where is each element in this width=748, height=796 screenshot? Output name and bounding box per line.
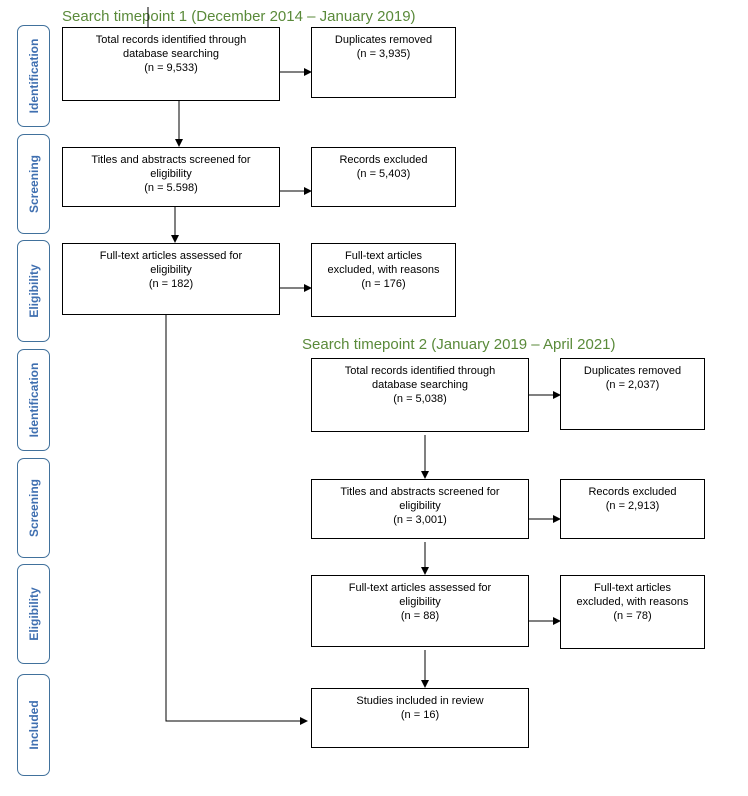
stage-label: Eligibility [26, 264, 41, 318]
box-text: Studies included in review [356, 695, 484, 707]
studies-included-box: Studies included in review (n = 16) [311, 688, 529, 748]
box-count: (n = 182) [148, 278, 194, 290]
box-text: eligibility [399, 596, 441, 608]
tp1-fulltext-assessed-box: Full-text articles assessed for eligibil… [62, 243, 280, 315]
box-count: (n = 9,533) [144, 62, 198, 74]
box-text: Full-text articles [344, 250, 423, 262]
box-text: eligibility [399, 500, 441, 512]
timepoint2-heading: Search timepoint 2 (January 2019 – April… [302, 336, 616, 353]
box-text: eligibility [150, 168, 192, 180]
box-text: Records excluded [339, 154, 428, 166]
stage-tab-eligibility-2: Eligibility [17, 564, 50, 664]
box-text: Records excluded [588, 486, 677, 498]
stage-tab-included: Included [17, 674, 50, 776]
timepoint1-heading: Search timepoint 1 (December 2014 – Janu… [62, 8, 416, 25]
tp2-records-identified-box: Total records identified through databas… [311, 358, 529, 432]
box-text: Duplicates removed [334, 34, 433, 46]
box-count: (n = 5,038) [393, 393, 447, 405]
stage-label: Identification [26, 38, 41, 114]
stage-tab-identification-2: Identification [17, 349, 50, 451]
box-count: (n = 78) [613, 610, 652, 622]
box-count: (n = 16) [400, 709, 440, 721]
box-text: eligibility [150, 264, 192, 276]
stage-label: Screening [26, 478, 41, 538]
box-count: (n = 5,403) [356, 168, 411, 180]
box-text: Total records identified through [344, 365, 496, 377]
tp2-screened-box: Titles and abstracts screened for eligib… [311, 479, 529, 539]
stage-tab-screening-1: Screening [17, 134, 50, 234]
box-count: (n = 2,037) [605, 379, 660, 391]
box-count: (n = 3,935) [356, 48, 411, 60]
box-text: Titles and abstracts screened for [340, 486, 500, 498]
stage-label: Included [26, 700, 41, 750]
tp2-records-excluded-box: Records excluded (n = 2,913) [560, 479, 705, 539]
stage-label: Identification [26, 362, 41, 438]
box-text: Full-text articles assessed for [99, 250, 243, 262]
box-text: Full-text articles [593, 582, 672, 594]
stage-label: Screening [26, 154, 41, 214]
box-count: (n = 176) [361, 278, 406, 290]
tp2-duplicates-box: Duplicates removed (n = 2,037) [560, 358, 705, 430]
box-text: excluded, with reasons [327, 264, 440, 276]
tp1-fulltext-excluded-box: Full-text articles excluded, with reason… [311, 243, 456, 317]
stage-tab-eligibility-1: Eligibility [17, 240, 50, 342]
stage-label: Eligibility [26, 587, 41, 641]
box-count: (n = 88) [400, 610, 440, 622]
box-text: excluded, with reasons [576, 596, 689, 608]
arrow-tp1-fulltext-to-included [165, 315, 308, 725]
box-text: database searching [122, 48, 219, 60]
stage-tab-screening-2: Screening [17, 458, 50, 558]
tp2-fulltext-assessed-box: Full-text articles assessed for eligibil… [311, 575, 529, 647]
tp2-fulltext-excluded-box: Full-text articles excluded, with reason… [560, 575, 705, 649]
box-count: (n = 2,913) [605, 500, 660, 512]
tp1-records-identified-box: Total records identified through databas… [62, 27, 280, 101]
box-text: Full-text articles assessed for [348, 582, 492, 594]
tp1-screened-box: Titles and abstracts screened for eligib… [62, 147, 280, 207]
box-text: database searching [371, 379, 468, 391]
box-text: Total records identified through [95, 34, 247, 46]
box-count: (n = 3,001) [393, 514, 447, 526]
box-count: (n = 5.598) [144, 182, 198, 194]
box-text: Titles and abstracts screened for [91, 154, 251, 166]
box-text: Duplicates removed [583, 365, 682, 377]
tp1-records-excluded-box: Records excluded (n = 5,403) [311, 147, 456, 207]
stage-tab-identification-1: Identification [17, 25, 50, 127]
tp1-duplicates-box: Duplicates removed (n = 3,935) [311, 27, 456, 98]
